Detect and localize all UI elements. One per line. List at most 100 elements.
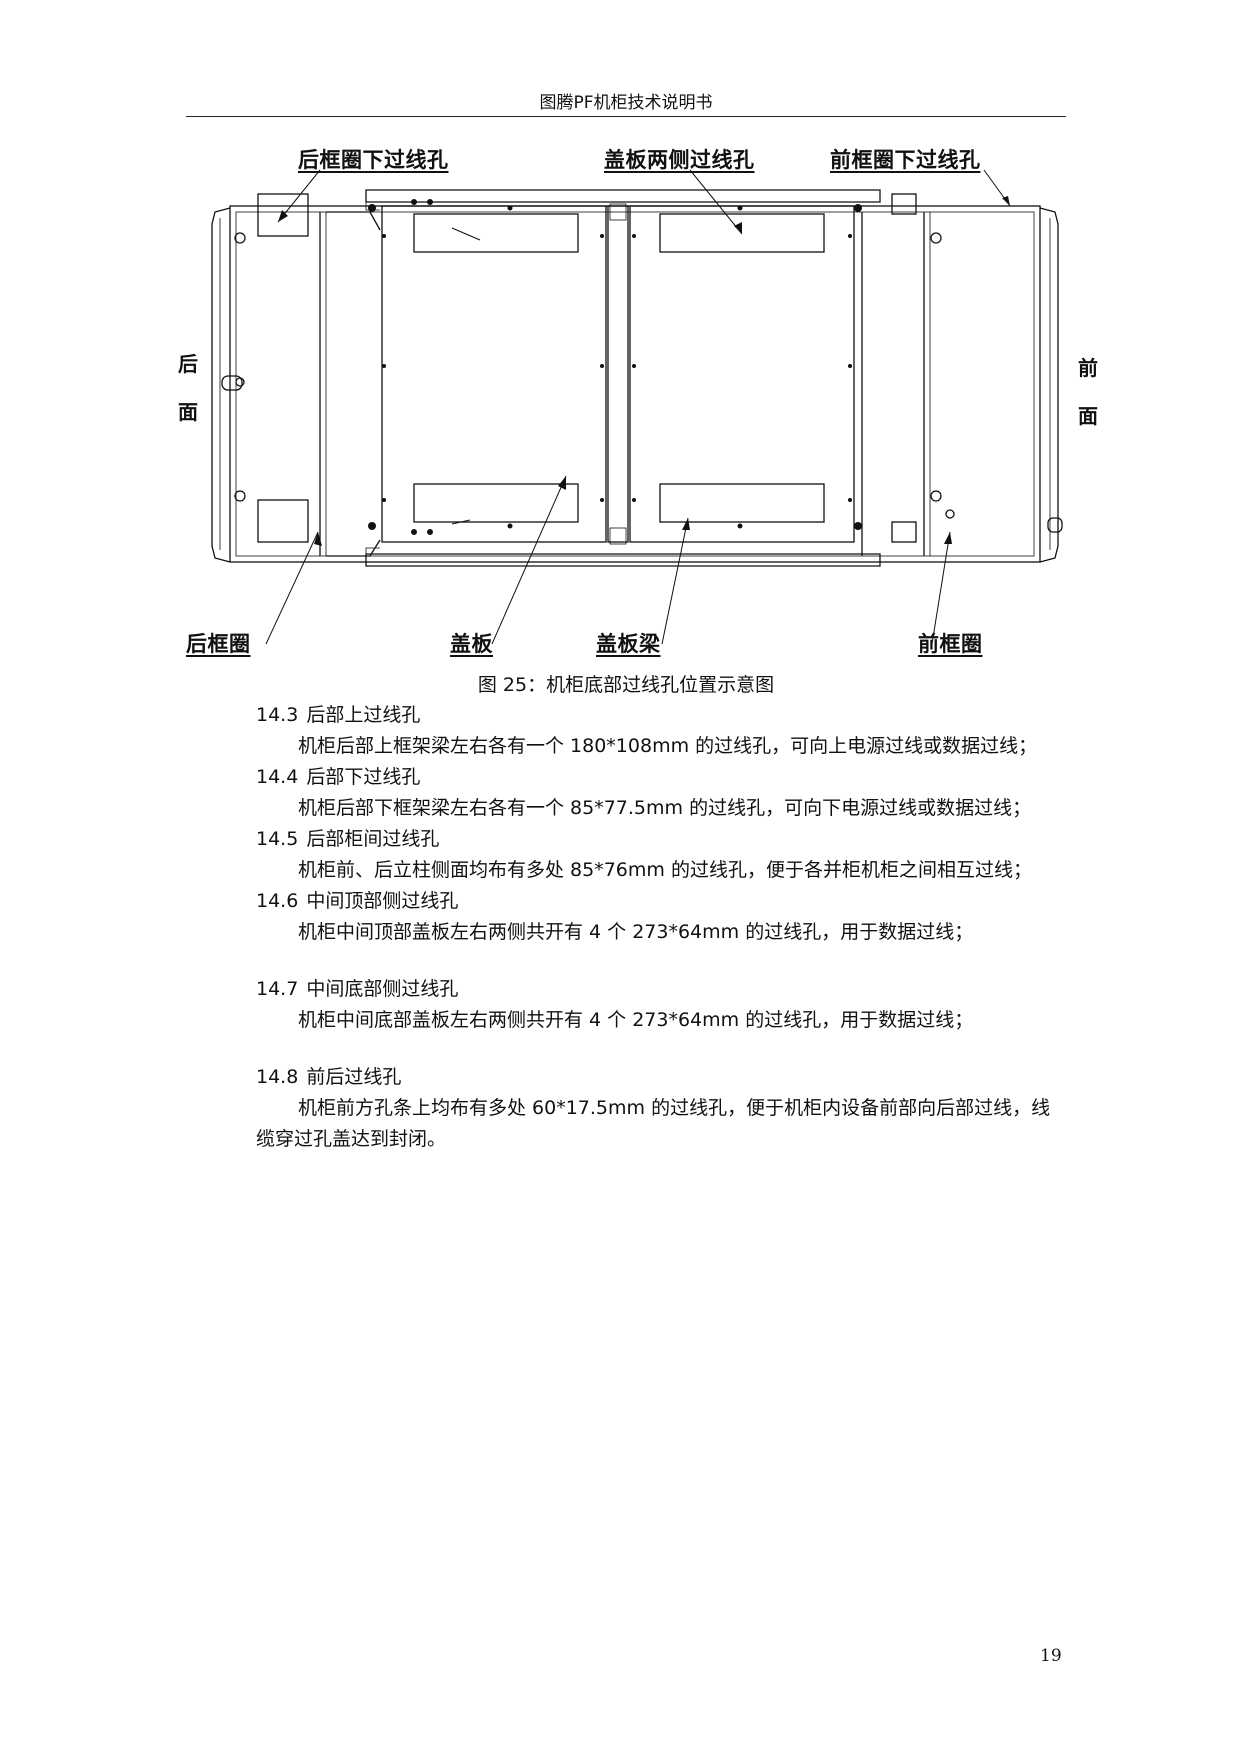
section-title: 中间底部侧过线孔: [306, 978, 459, 1000]
page-number: 19: [1040, 1646, 1062, 1666]
top-rail: [365, 189, 881, 203]
mount-hole: [945, 509, 955, 519]
cover-hole-tr: [659, 213, 825, 253]
label-cover-beam: 盖板梁: [596, 631, 661, 656]
side-label-rear-2: 面: [178, 400, 198, 424]
cover-beam-cap-bottom: [609, 527, 627, 545]
screw: [632, 234, 636, 238]
screw: [848, 234, 852, 238]
screw: [382, 498, 386, 502]
screw: [368, 522, 376, 530]
arrowhead: [558, 476, 566, 490]
section-heading: 14.5 后部柜间过线孔: [256, 824, 1056, 855]
cover-panel-right: [629, 205, 855, 543]
arrowhead: [1002, 196, 1010, 206]
screw: [600, 234, 604, 238]
section-number: 14.7: [256, 978, 299, 1000]
cover-hole-bl: [413, 483, 579, 523]
screw: [382, 234, 386, 238]
section-number: 14.5: [256, 828, 299, 850]
screw: [848, 498, 852, 502]
sections-content: 14.3 后部上过线孔 机柜后部上框架梁左右各有一个 180*108mm 的过线孔…: [256, 700, 1056, 1155]
page-header: 图腾PF机柜技术说明书: [539, 93, 713, 113]
screw: [368, 204, 376, 212]
side-label-front: 前 面: [1078, 344, 1102, 440]
section-gap: [256, 948, 1056, 974]
screw: [632, 498, 636, 502]
rear-hole-top: [257, 193, 309, 237]
screw: [427, 199, 433, 205]
cover-hole-tl: [413, 213, 579, 253]
side-label-front-1: 前: [1078, 356, 1098, 380]
arrow-rear-frame: [265, 531, 319, 645]
outer-frame: [229, 205, 1041, 563]
screw: [632, 364, 636, 368]
screw: [737, 205, 743, 211]
label-cover: 盖板: [450, 631, 493, 656]
screw: [854, 522, 862, 530]
arrow-front-frame: [931, 531, 951, 645]
section-number: 14.3: [256, 704, 299, 726]
section-body: 机柜后部上框架梁左右各有一个 180*108mm 的过线孔，可向上电源过线或数据…: [298, 735, 1038, 757]
label-front-frame: 前框圈: [918, 631, 983, 656]
section-heading: 14.3 后部上过线孔: [256, 700, 1056, 731]
arrowhead: [278, 210, 288, 222]
mount-hole: [930, 232, 942, 244]
arrowhead: [682, 518, 690, 530]
screw: [600, 498, 604, 502]
rear-frame-chamfer-bottom: [326, 539, 381, 557]
label-front-lower-hole: 前框圈下过线孔: [830, 147, 981, 172]
screw: [507, 523, 513, 529]
arrowhead: [944, 532, 952, 544]
cover-beam: [607, 205, 629, 543]
section-heading: 14.7 中间底部侧过线孔: [256, 974, 1056, 1005]
mount-hole: [234, 232, 246, 244]
section-number: 14.6: [256, 890, 299, 912]
leader-cover-hole-left: [451, 227, 481, 241]
section-body: 机柜前、后立柱侧面均布有多处 85*76mm 的过线孔，便于各并柜机柜之间相互过…: [298, 859, 1032, 881]
arrow-cover-beam: [661, 517, 689, 645]
front-hole-bottom: [891, 521, 917, 543]
arrow-cover-side-hole: [689, 169, 743, 235]
screw: [411, 199, 417, 205]
screw: [382, 364, 386, 368]
label-rear-lower-hole: 后框圈下过线孔: [298, 147, 449, 172]
leader-cover-hole-bottom: [451, 519, 471, 525]
side-label-rear: 后 面: [178, 340, 202, 436]
arrowhead: [314, 532, 322, 546]
figure-caption: 图 25：机柜底部过线孔位置示意图: [477, 674, 775, 696]
section-title: 中间顶部侧过线孔: [306, 890, 459, 912]
section-gap: [256, 1036, 1056, 1062]
section-heading: 14.6 中间顶部侧过线孔: [256, 886, 1056, 917]
section-body: 机柜前方孔条上均布有多处 60*17.5mm 的过线孔，便于机柜内设备前部向后部…: [256, 1097, 1051, 1150]
front-end-cap: [1039, 207, 1059, 563]
bottom-rail-link: [365, 547, 380, 560]
section-title: 后部柜间过线孔: [306, 828, 440, 850]
section-title: 后部上过线孔: [306, 704, 421, 726]
rear-end-cap: [211, 207, 231, 563]
screw: [854, 204, 862, 212]
section-number: 14.4: [256, 766, 299, 788]
cover-hole-br: [659, 483, 825, 523]
front-latch: [1047, 517, 1063, 533]
arrow-cover: [491, 475, 567, 645]
side-label-rear-1: 后: [178, 352, 198, 376]
cabinet-drawing: [211, 169, 1063, 645]
screw: [848, 364, 852, 368]
cabinet-bottom-diagram: 后框圈下过线孔 盖板两侧过线孔 前框圈下过线孔 后框圈 盖板 盖板梁 前框圈 后…: [178, 147, 1120, 670]
rear-hole-bottom: [257, 499, 309, 543]
screw: [427, 529, 433, 535]
mount-hole: [235, 377, 245, 387]
cover-panel-left: [381, 205, 607, 543]
screw: [600, 364, 604, 368]
screw: [507, 205, 513, 211]
rear-latch: [221, 375, 243, 391]
front-hole-top: [891, 193, 917, 215]
mount-hole: [234, 490, 246, 502]
section-body: 机柜中间底部盖板左右两侧共开有 4 个 273*64mm 的过线孔，用于数据过线…: [298, 1009, 974, 1031]
header-rule: [186, 116, 1066, 117]
section-number: 14.8: [256, 1066, 299, 1088]
rear-frame-chamfer-top: [326, 211, 381, 231]
